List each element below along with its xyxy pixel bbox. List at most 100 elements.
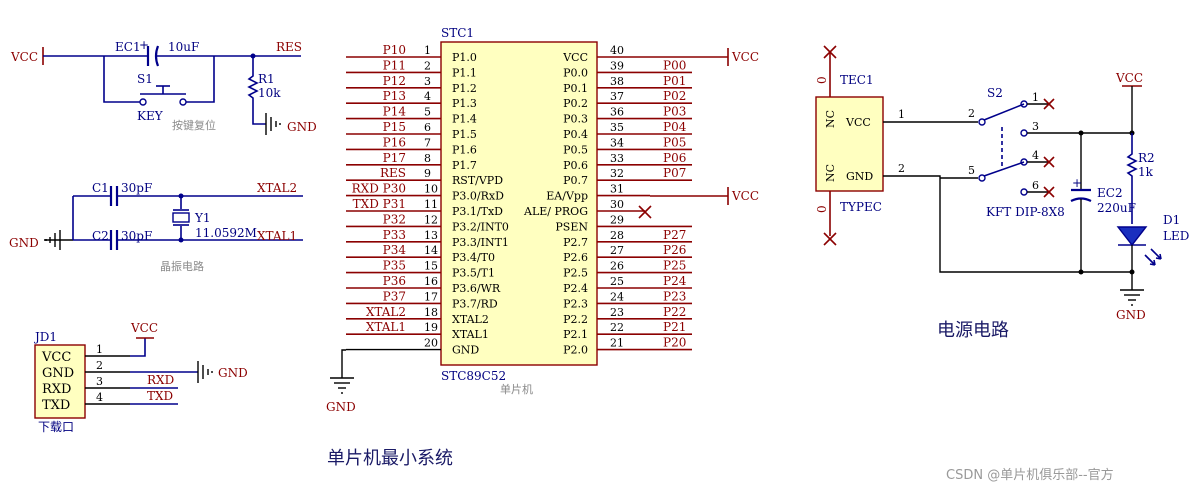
jd1-pin-name: RXD: [42, 382, 71, 397]
jd1-pin-name: TXD: [42, 398, 70, 413]
r2-designator: R2: [1138, 151, 1155, 165]
gnd-return-wire: [883, 175, 1132, 273]
mcu-net-label: P27: [663, 228, 686, 242]
c1-value: 30pF: [121, 181, 152, 195]
mcu-pin-number: 9: [424, 167, 431, 180]
switch-contact: [1020, 188, 1028, 196]
mcu-pin-name: EA/Vpp: [546, 190, 588, 203]
no-connect-marker: [1043, 156, 1055, 168]
mcu-pin-number: 37: [610, 90, 624, 103]
mcu-pin-number: 29: [610, 213, 624, 226]
mcu-pin-number: 30: [610, 198, 624, 211]
led-emission-arrow: [1150, 248, 1162, 260]
mcu-pin-number: 12: [424, 213, 438, 226]
mcu-net-label: P16: [383, 135, 406, 149]
ec1-designator: EC1: [115, 40, 141, 54]
mcu-net-label: RXD P30: [352, 182, 406, 196]
gnd-symbol: [265, 113, 281, 135]
mcu-pin-name: P0.6: [563, 159, 588, 172]
mcu-net-label: P04: [663, 120, 687, 134]
mcu-net-label: P34: [383, 243, 407, 257]
conn-zero-bottom: 0: [815, 205, 829, 213]
led-triangle: [1116, 226, 1148, 247]
crystal-caption: 晶振电路: [160, 259, 204, 273]
mcu-ea-vcc-label: VCC: [731, 189, 759, 203]
mcu-pin-name: P1.0: [452, 51, 477, 64]
jd1-pin-number: 3: [96, 375, 103, 388]
jd1-vcc-label: VCC: [130, 321, 158, 335]
c2-designator: C2: [92, 229, 109, 243]
conn-pin-gnd: GND: [846, 170, 873, 183]
mcu-pin-name: P2.4: [563, 282, 588, 295]
gnd-symbol: [44, 230, 73, 250]
conn-zero-top: 0: [815, 76, 829, 84]
mcu-pin-number: 34: [610, 136, 624, 149]
ec2-polarity: +: [1072, 176, 1082, 190]
mcu-pin-number: 19: [424, 321, 438, 334]
mcu-pin-number: 40: [610, 44, 624, 57]
mcu-net-label: P22: [663, 305, 686, 319]
mcu-pin-name: P3.4/T0: [452, 251, 495, 264]
reset-net-label: RES: [276, 40, 302, 54]
mcu-pin-name: ALE/ PROG: [523, 205, 588, 218]
mcu-pin-number: 5: [424, 106, 431, 119]
mcu-pin-number: 1: [424, 44, 431, 57]
c1-designator: C1: [92, 181, 109, 195]
mcu-designator: STC1: [441, 26, 474, 40]
ec1-polarity: +: [139, 38, 149, 52]
mcu-pin-number: 18: [424, 306, 438, 319]
jd1-rxd-net: RXD: [147, 373, 174, 387]
mcu-pin-name: P0.2: [563, 97, 588, 110]
s2-pin5: 5: [968, 164, 975, 177]
mcu-pin-name: P3.5/T1: [452, 267, 495, 280]
conn-type: TYPEC: [840, 200, 882, 214]
led-designator: D1: [1163, 213, 1180, 227]
mcu-net-label: P12: [383, 74, 406, 88]
no-connect-marker: [823, 232, 837, 246]
mcu-pin-name: P2.5: [563, 267, 588, 280]
mcu-pin-name: P1.4: [452, 113, 477, 126]
mcu-pin-number: 33: [610, 152, 624, 165]
mcu-net-label: P20: [663, 336, 686, 350]
switch-contact: [139, 98, 147, 106]
mcu-net-label: P07: [663, 166, 686, 180]
mcu-net-label: P02: [663, 89, 686, 103]
switch-contact: [1020, 129, 1028, 137]
switch-contact: [179, 98, 187, 106]
led-emission-arrow: [1144, 254, 1156, 266]
r2-value: 1k: [1138, 165, 1154, 179]
mcu-gnd-wire: [341, 349, 346, 378]
no-connect-marker: [1043, 98, 1055, 110]
jd1-body: [34, 344, 86, 419]
s2-blade-bottom: [983, 161, 1025, 177]
junction-dot: [1129, 269, 1135, 275]
mcu-pin-number: 23: [610, 306, 624, 319]
jd1-pin-number: 4: [96, 391, 103, 404]
reset-caption: 按键复位: [172, 118, 216, 132]
mcu-net-label: P00: [663, 58, 686, 72]
s1-left-wire: [103, 56, 140, 103]
gnd-symbol: [1120, 289, 1144, 306]
switch-contact: [978, 118, 986, 126]
mcu-pin-number: 16: [424, 275, 438, 288]
mcu-net-label: P15: [383, 120, 406, 134]
junction-dot: [1078, 269, 1084, 275]
mcu-net-label: P35: [383, 259, 406, 273]
ec2-designator: EC2: [1097, 186, 1123, 200]
mcu-caption: 单片机: [500, 382, 533, 396]
mcu-pin-number: 24: [610, 290, 624, 303]
mcu-pin-number: 22: [610, 321, 624, 334]
mcu-pin-number: 36: [610, 106, 624, 119]
mcu-pin-name: P2.2: [563, 313, 588, 326]
mcu-pin-name: P1.3: [452, 97, 477, 110]
mcu-pin-number: 14: [424, 244, 438, 257]
mcu-body: [440, 41, 598, 366]
mcu-pin-number: 4: [424, 90, 431, 103]
mcu-pin-name: P2.7: [563, 236, 588, 249]
power-circuit: 0 TEC1 NC NC VCC GND 0 TYPEC 1 2 S2 2 1 …: [815, 45, 1189, 341]
mcu-net-label: P10: [383, 43, 406, 57]
r2-resistor: [1126, 133, 1138, 224]
jd1-pin-name: VCC: [41, 350, 71, 365]
mcu-pin-number: 28: [610, 229, 624, 242]
